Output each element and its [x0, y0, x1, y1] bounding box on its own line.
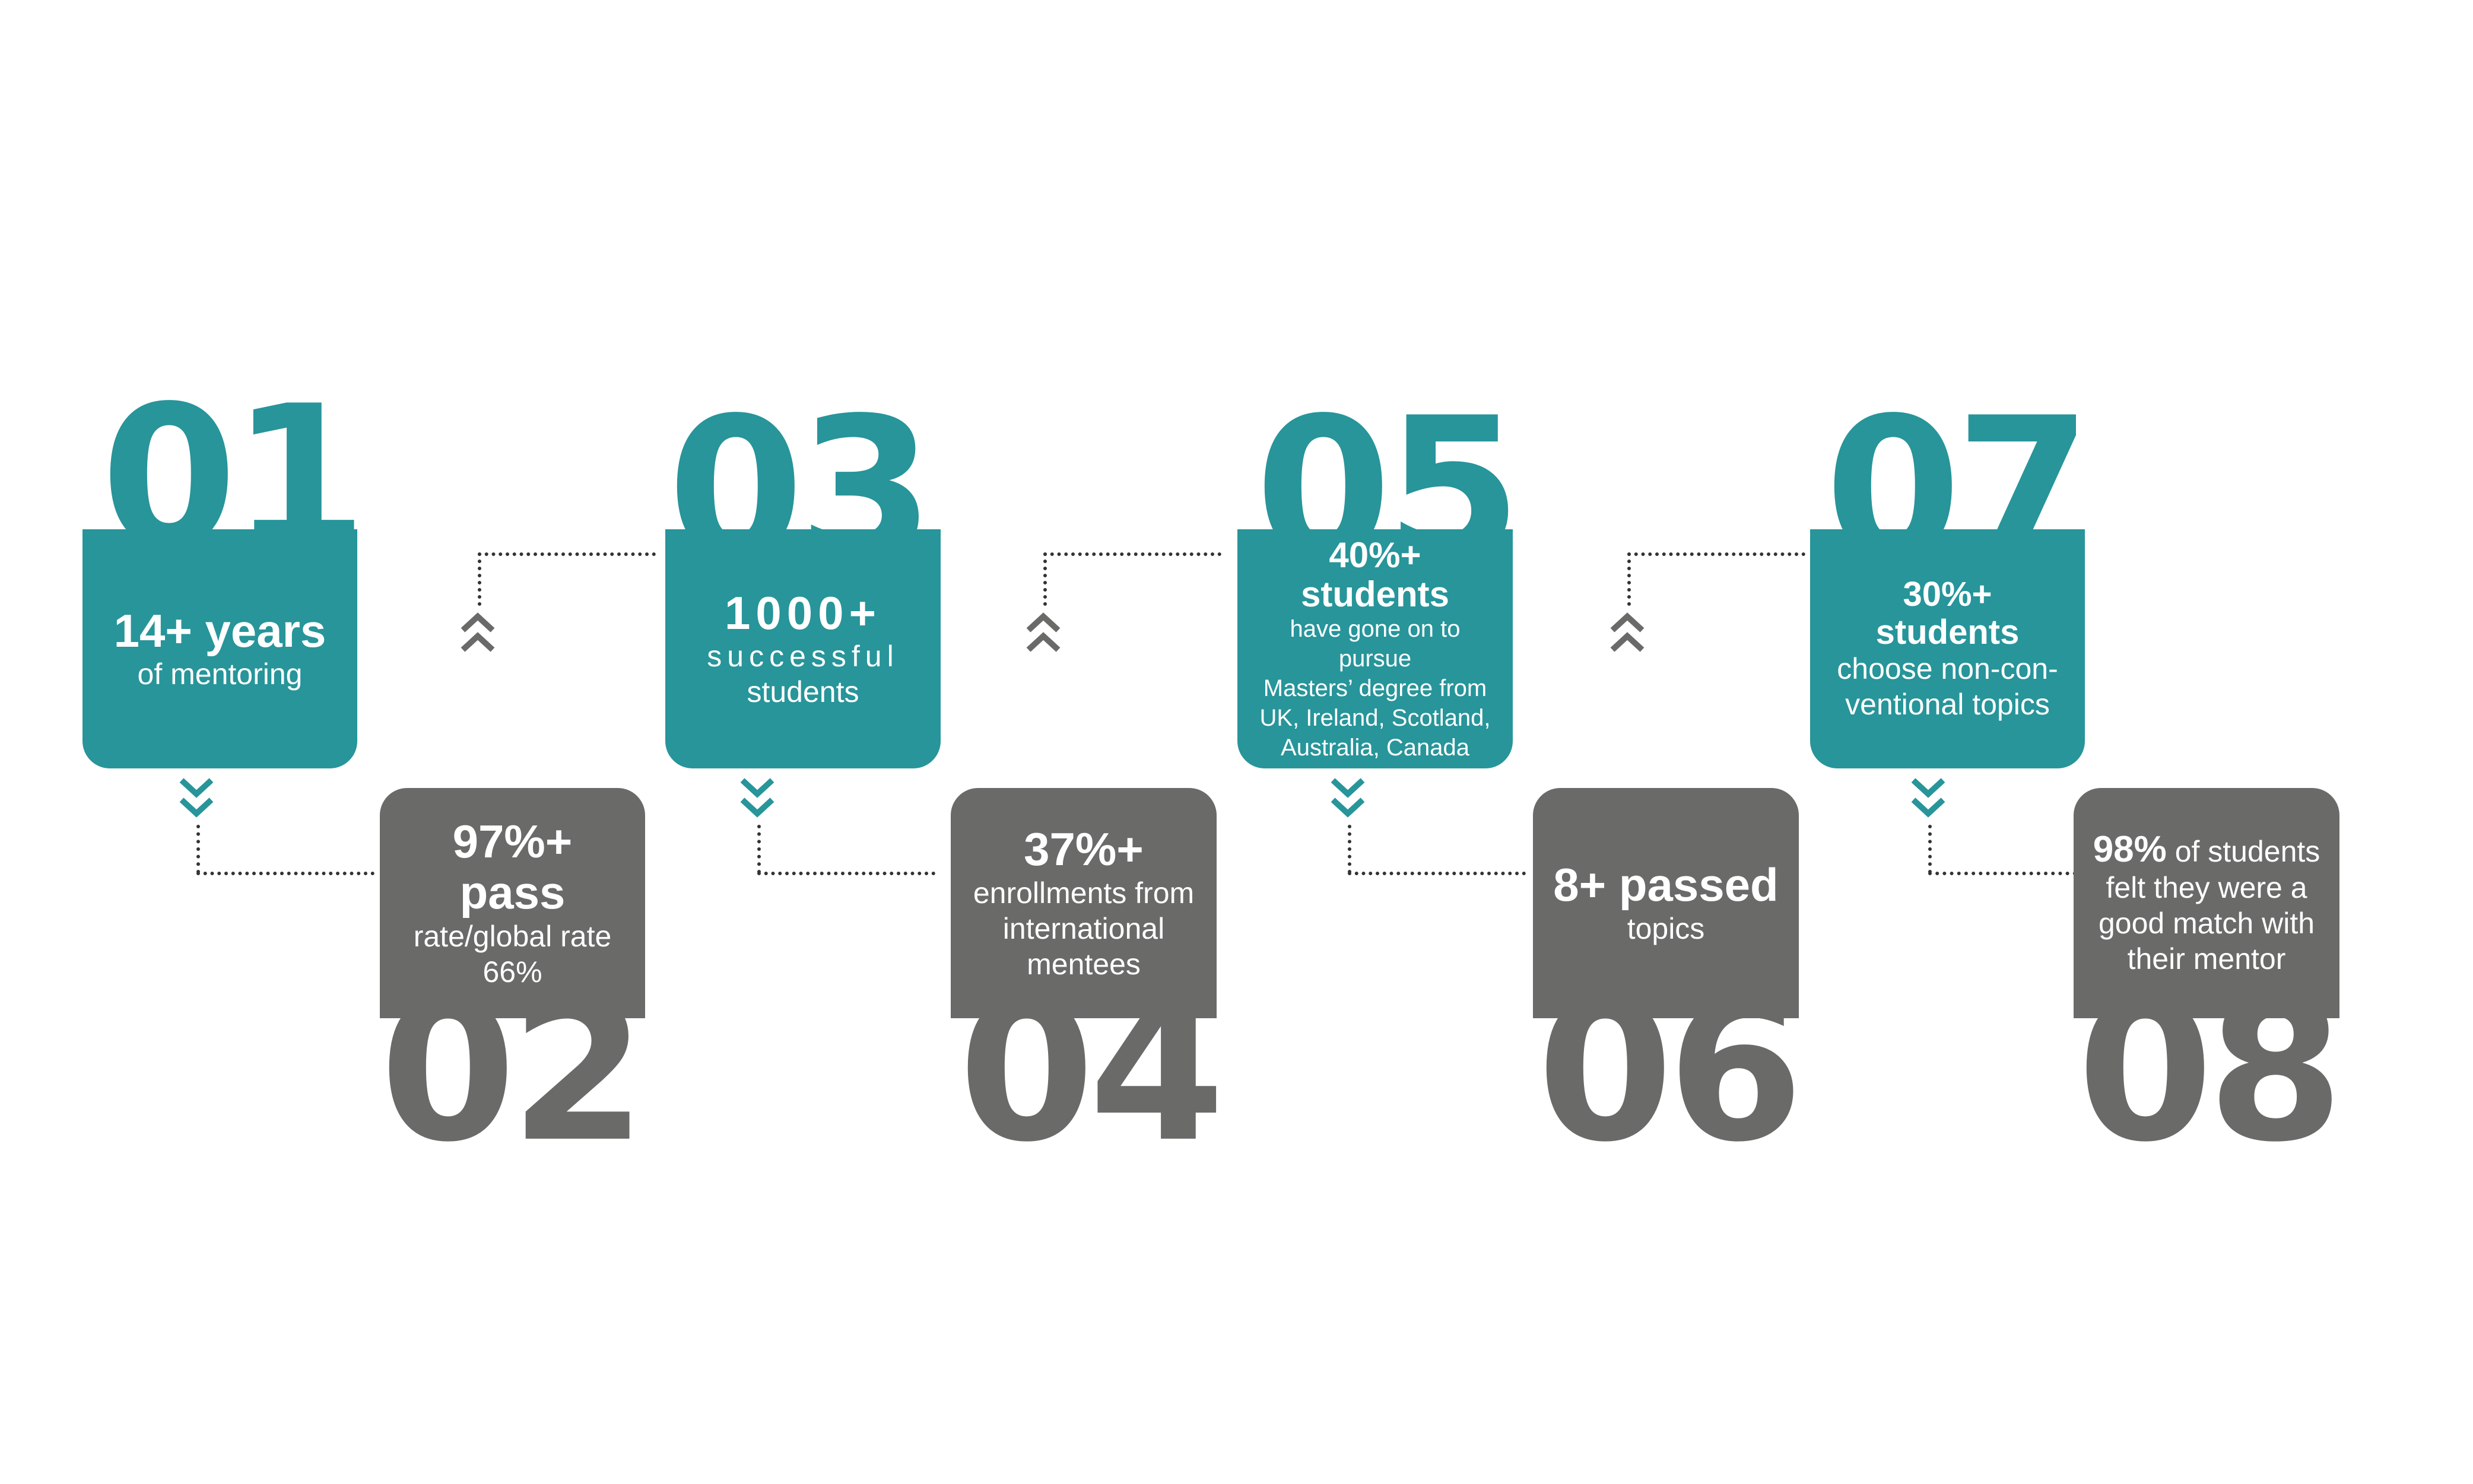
step-headline: 40%+ students: [1300, 535, 1450, 614]
connector-02-03-horizontal: [478, 552, 656, 556]
step-headline: 1000+: [724, 586, 882, 639]
step-card-02: 97%+ pass rate/global rate 66%: [380, 788, 645, 1018]
step-card-01: 14+ years of mentoring: [82, 529, 357, 768]
step-text-line: choose non-con-: [1837, 652, 2058, 686]
connector-05-06-vertical: [1348, 825, 1351, 873]
step-text-line: their mentor: [2127, 942, 2286, 976]
connector-06-07-horizontal: [1627, 552, 1805, 556]
double-chevron-up-icon: [461, 612, 495, 652]
double-chevron-down-icon: [1331, 778, 1365, 818]
step-card-04: 37%+ enrollments from international ment…: [951, 788, 1217, 1018]
step-text-line: felt they were a: [2106, 871, 2307, 905]
step-card-08: 98% of students felt they were a good ma…: [2074, 788, 2339, 1018]
connector-01-02-vertical: [196, 825, 200, 873]
step-text-line: UK, Ireland, Scotland,: [1259, 704, 1491, 731]
step-card-06: 8+ passed topics: [1533, 788, 1799, 1018]
step-text-line: have gone on to pursue: [1290, 615, 1461, 672]
connector-03-04-vertical: [757, 825, 761, 873]
connector-04-05-vertical: [1043, 552, 1047, 606]
connector-07-08-horizontal: [1928, 872, 2077, 875]
step-card-05: 40%+ students have gone on to pursue Mas…: [1237, 529, 1513, 768]
step-text-line: enrollments from: [973, 876, 1195, 910]
connector-02-03-vertical: [478, 552, 481, 606]
double-chevron-up-icon: [1026, 612, 1061, 652]
step-text: topics: [1627, 911, 1705, 945]
connector-07-08-vertical: [1928, 825, 1932, 873]
step-text-line: 66%: [482, 955, 542, 989]
step-headline-rest: of students: [2166, 834, 2320, 868]
step-headline: 8+ passed: [1553, 859, 1779, 911]
step-headline: 97%+ pass: [452, 815, 573, 919]
step-text-line: mentees: [1027, 947, 1141, 981]
step-text-line: successful: [707, 640, 899, 673]
step-card-07: 30%+ students choose non-con- ventional …: [1810, 529, 2085, 768]
step-text-line: good match with: [2098, 907, 2315, 940]
double-chevron-down-icon: [740, 778, 774, 818]
connector-06-07-vertical: [1627, 552, 1631, 606]
step-headline: 30%+ students: [1875, 574, 2020, 652]
step-text: of mentoring: [137, 657, 303, 691]
connector-03-04-horizontal: [757, 872, 935, 875]
step-text-line: ventional topics: [1845, 688, 2050, 722]
double-chevron-down-icon: [179, 778, 214, 818]
double-chevron-down-icon: [1911, 778, 1945, 818]
step-text-line: rate/global rate: [413, 919, 612, 953]
step-headline: 37%+: [1024, 823, 1144, 876]
double-chevron-up-icon: [1610, 612, 1645, 652]
step-headline: 14+ years: [113, 604, 326, 657]
step-text-line: students: [747, 675, 859, 709]
connector-04-05-horizontal: [1043, 552, 1221, 556]
connector-05-06-horizontal: [1348, 872, 1526, 875]
connector-01-02-horizontal: [196, 872, 374, 875]
step-text-line: international: [1002, 911, 1165, 945]
step-text-line: Australia, Canada: [1281, 734, 1469, 761]
step-card-03: 1000+ successful students: [665, 529, 941, 768]
step-headline: 98%: [2093, 828, 2167, 870]
step-text-line: Masters’ degree from: [1263, 675, 1487, 701]
